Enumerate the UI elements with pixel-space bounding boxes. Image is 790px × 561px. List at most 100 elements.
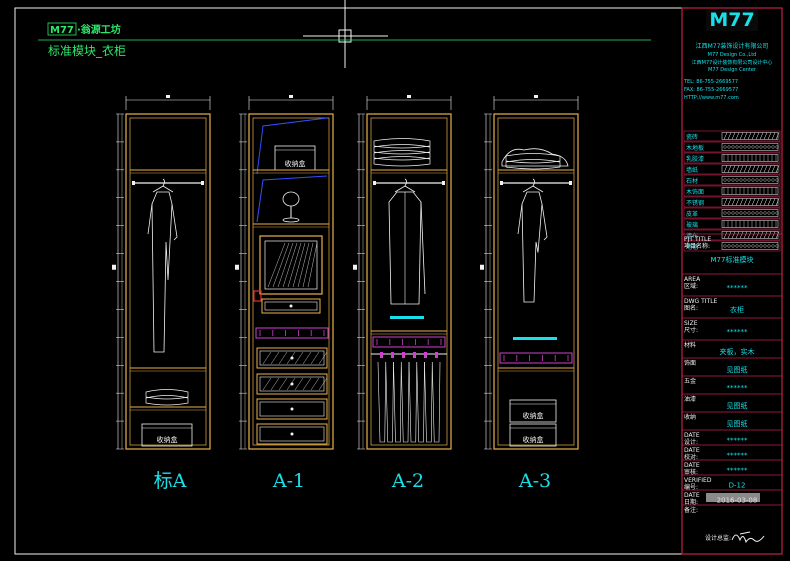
legend-dot: [735, 145, 739, 149]
legend-hatch: [775, 198, 780, 206]
legend-hatch: [739, 132, 744, 140]
cabinet-inner-frame: [129, 117, 207, 446]
mirror-hatch: [307, 242, 318, 288]
mirror-glass: [264, 240, 318, 290]
field-label: 设计:: [684, 438, 698, 446]
legend-dot: [735, 178, 739, 182]
legend-swatch: [721, 143, 779, 151]
glass-hatch: [294, 377, 304, 391]
glass-hatch: [278, 351, 288, 365]
company-line-2: M77 Design Co.,Ltd: [708, 52, 757, 58]
folded-clothes-icon: [373, 144, 431, 155]
legend-dot: [763, 211, 767, 215]
legend-hatch: [767, 231, 772, 239]
field-label: 审核:: [684, 468, 698, 476]
legend-hatch: [747, 165, 752, 173]
rack-clip: [402, 352, 405, 358]
drawer-front: [256, 398, 328, 420]
drawer-panel: [259, 426, 325, 442]
storage-box-label: 收纳盒: [285, 159, 306, 168]
legend-hatch: [743, 198, 748, 206]
legend-row: [683, 152, 781, 164]
legend-hatch: [723, 132, 728, 140]
rod-bracket: [373, 181, 376, 185]
field-label: SIZE: [684, 320, 698, 327]
field-label: 日期:: [684, 498, 698, 506]
glass-hatch: [262, 351, 272, 365]
legend-hatch: [771, 132, 776, 140]
field-label: 项目名称:: [684, 242, 710, 250]
web-line: HTTP://www.m77.com: [684, 95, 739, 101]
legend-label: 地毯: [686, 243, 698, 251]
field-label: DATE: [684, 462, 700, 469]
mirror-hatch: [287, 242, 302, 288]
legend-hatch: [751, 198, 756, 206]
dimension-marker: [112, 264, 116, 270]
rack-clip: [413, 352, 416, 358]
title-logo: [706, 9, 758, 31]
legend-hatch: [751, 132, 756, 140]
rack-clip: [424, 352, 427, 358]
field-label: 尺寸:: [684, 326, 698, 334]
legend-hatch: [763, 231, 768, 239]
field-label: 五金: [684, 377, 696, 385]
legend-hatch: [755, 165, 760, 173]
legend-row: [683, 174, 781, 186]
folded-clothes-icon: [145, 395, 189, 406]
title-block: M77 江西M77装饰设计有限公司 M77 Design Co.,Ltd 江西M…: [681, 7, 783, 555]
legend-hatch: [755, 231, 760, 239]
mirror-hatch: [297, 242, 310, 288]
legend-dot: [743, 145, 747, 149]
field-label: 饰面: [684, 359, 696, 367]
legend-hatch: [735, 132, 740, 140]
legend-dot: [743, 244, 747, 248]
legend-dot: [747, 145, 751, 149]
coat-sleeve: [171, 203, 178, 241]
legend-dot: [731, 244, 735, 248]
trousers-icon: [431, 361, 441, 443]
legend-hatch: [727, 231, 732, 239]
trousers-icon: [385, 361, 394, 443]
legend-hatch: [763, 165, 768, 173]
folded-clothes-icon: [373, 138, 431, 149]
legend-swatch: [721, 187, 779, 195]
blue-panel-line: [256, 175, 328, 223]
legend-dot: [759, 244, 763, 248]
drawer-front: [256, 347, 328, 369]
dimension-marker: [534, 95, 538, 98]
legend-hatch: [731, 132, 736, 140]
field-label: 收纳: [684, 413, 696, 421]
legend-dot: [739, 244, 743, 248]
dimension-marker: [480, 264, 484, 270]
fax-line: FAX: 86-755-2669577: [684, 87, 738, 93]
drawer-front: [256, 423, 328, 445]
legend-label: 不锈钢: [686, 199, 704, 207]
legend-dot: [723, 178, 727, 182]
legend-row: [683, 141, 781, 153]
legend-swatch: [721, 176, 779, 184]
legend-swatch: [721, 132, 779, 140]
brand-logo: M77: [50, 25, 74, 36]
legend-label: 木地板: [686, 144, 704, 152]
legend-hatch: [755, 132, 760, 140]
mirror-hatch: [282, 242, 298, 288]
rod-bracket: [132, 181, 135, 185]
legend-hatch: [743, 231, 748, 239]
legend-hatch: [747, 198, 752, 206]
legend-hatch: [727, 132, 732, 140]
rod-bracket: [569, 181, 572, 185]
legend-dot: [763, 244, 767, 248]
legend-dot: [747, 178, 751, 182]
dimension-marker: [289, 95, 293, 98]
legend-dot: [731, 211, 735, 215]
hanger-icon: [152, 178, 174, 193]
rod-bracket: [201, 181, 204, 185]
field-value: D-12: [729, 482, 746, 490]
legend-dot: [767, 178, 771, 182]
glass-hatch: [302, 377, 312, 391]
glass-hatch: [270, 377, 280, 391]
folded-clothes-icon: [145, 389, 189, 400]
legend-hatch: [751, 165, 756, 173]
legend-dot: [727, 211, 731, 215]
legend-dot: [763, 145, 767, 149]
